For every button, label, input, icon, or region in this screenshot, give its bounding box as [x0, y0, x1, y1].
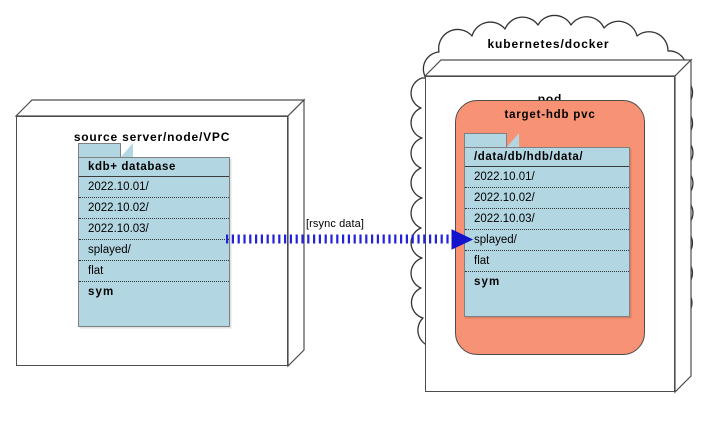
source-folder-row: 2022.10.03/	[79, 219, 229, 240]
target-folder-row: flat	[465, 251, 629, 272]
target-folder-row: 2022.10.02/	[465, 188, 629, 209]
pvc-title: target-hdb pvc	[504, 109, 596, 121]
cloud-title: kubernetes/docker	[487, 37, 610, 51]
target-folder-row: splayed/	[465, 230, 629, 251]
source-folder-row: sym	[88, 286, 115, 298]
source-folder-row: splayed/	[79, 240, 229, 261]
source-folder-row: 2022.10.01/	[79, 177, 229, 198]
target-folder-body: /data/db/hdb/data/ 2022.10.01/ 2022.10.0…	[464, 147, 630, 317]
source-folder-header: kdb+ database	[79, 158, 229, 177]
source-folder-row: 2022.10.02/	[79, 198, 229, 219]
source-box-title: source server/node/VPC	[73, 130, 231, 144]
target-folder-row: sym	[474, 276, 501, 288]
source-box-3d-bevel-icon	[14, 98, 306, 368]
target-folder-header: /data/db/hdb/data/	[465, 148, 629, 167]
source-folder-body: kdb+ database 2022.10.01/ 2022.10.02/ 20…	[78, 157, 230, 327]
rsync-label: [rsync data]	[306, 218, 365, 230]
target-folder-tab	[464, 133, 519, 148]
target-folder-row: 2022.10.03/	[465, 209, 629, 230]
target-folder-row: 2022.10.01/	[465, 167, 629, 188]
source-folder-row: flat	[79, 261, 229, 282]
pod-box-3d-bevel-icon	[423, 58, 693, 394]
source-folder-tab	[78, 143, 133, 158]
